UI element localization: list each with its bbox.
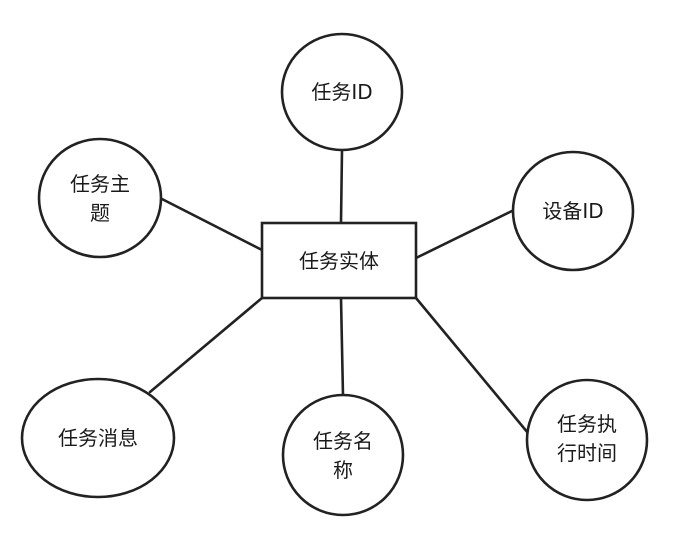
- attribute-task-message: 任务消息: [20, 377, 176, 499]
- edge-task-subject: [158, 196, 264, 252]
- edge-task-message: [148, 296, 264, 394]
- attribute-ellipse: [37, 137, 163, 259]
- connectors: [148, 148, 530, 435]
- attribute-label: 任务ID: [311, 80, 372, 104]
- attribute-label-line1: 任务执: [557, 412, 617, 436]
- attribute-ellipse: [20, 377, 176, 499]
- attribute-ellipse: [281, 393, 405, 517]
- attribute-ellipse: [511, 150, 635, 272]
- attribute-device-id: 设备ID: [511, 150, 635, 272]
- attribute-task-id: 任务ID: [280, 32, 404, 152]
- attribute-label-line1: 任务名: [313, 429, 373, 453]
- attribute-label-line2: 行时间: [557, 441, 617, 465]
- attribute-label-line2: 称: [333, 458, 353, 482]
- entity-task: 任务实体: [260, 221, 418, 300]
- attribute-ellipse: [525, 378, 649, 502]
- entity-label: 任务实体: [299, 249, 379, 273]
- attribute-label: 任务消息: [58, 426, 138, 450]
- attribute-task-subject: 任务主 题: [37, 137, 163, 259]
- attribute-label-line1: 任务主: [70, 172, 130, 196]
- attribute-label-line2: 题: [90, 201, 110, 225]
- attribute-label: 设备ID: [542, 199, 603, 223]
- attribute-task-exec-time: 任务执 行时间: [525, 378, 649, 502]
- edge-task-name: [339, 296, 345, 398]
- edge-task-id: [339, 148, 344, 224]
- attribute-task-name: 任务名 称: [281, 393, 405, 517]
- attribute-ellipse: [280, 32, 404, 152]
- entity-box: [260, 221, 418, 300]
- edge-task-exec-time: [414, 296, 530, 435]
- edge-device-id: [414, 208, 516, 260]
